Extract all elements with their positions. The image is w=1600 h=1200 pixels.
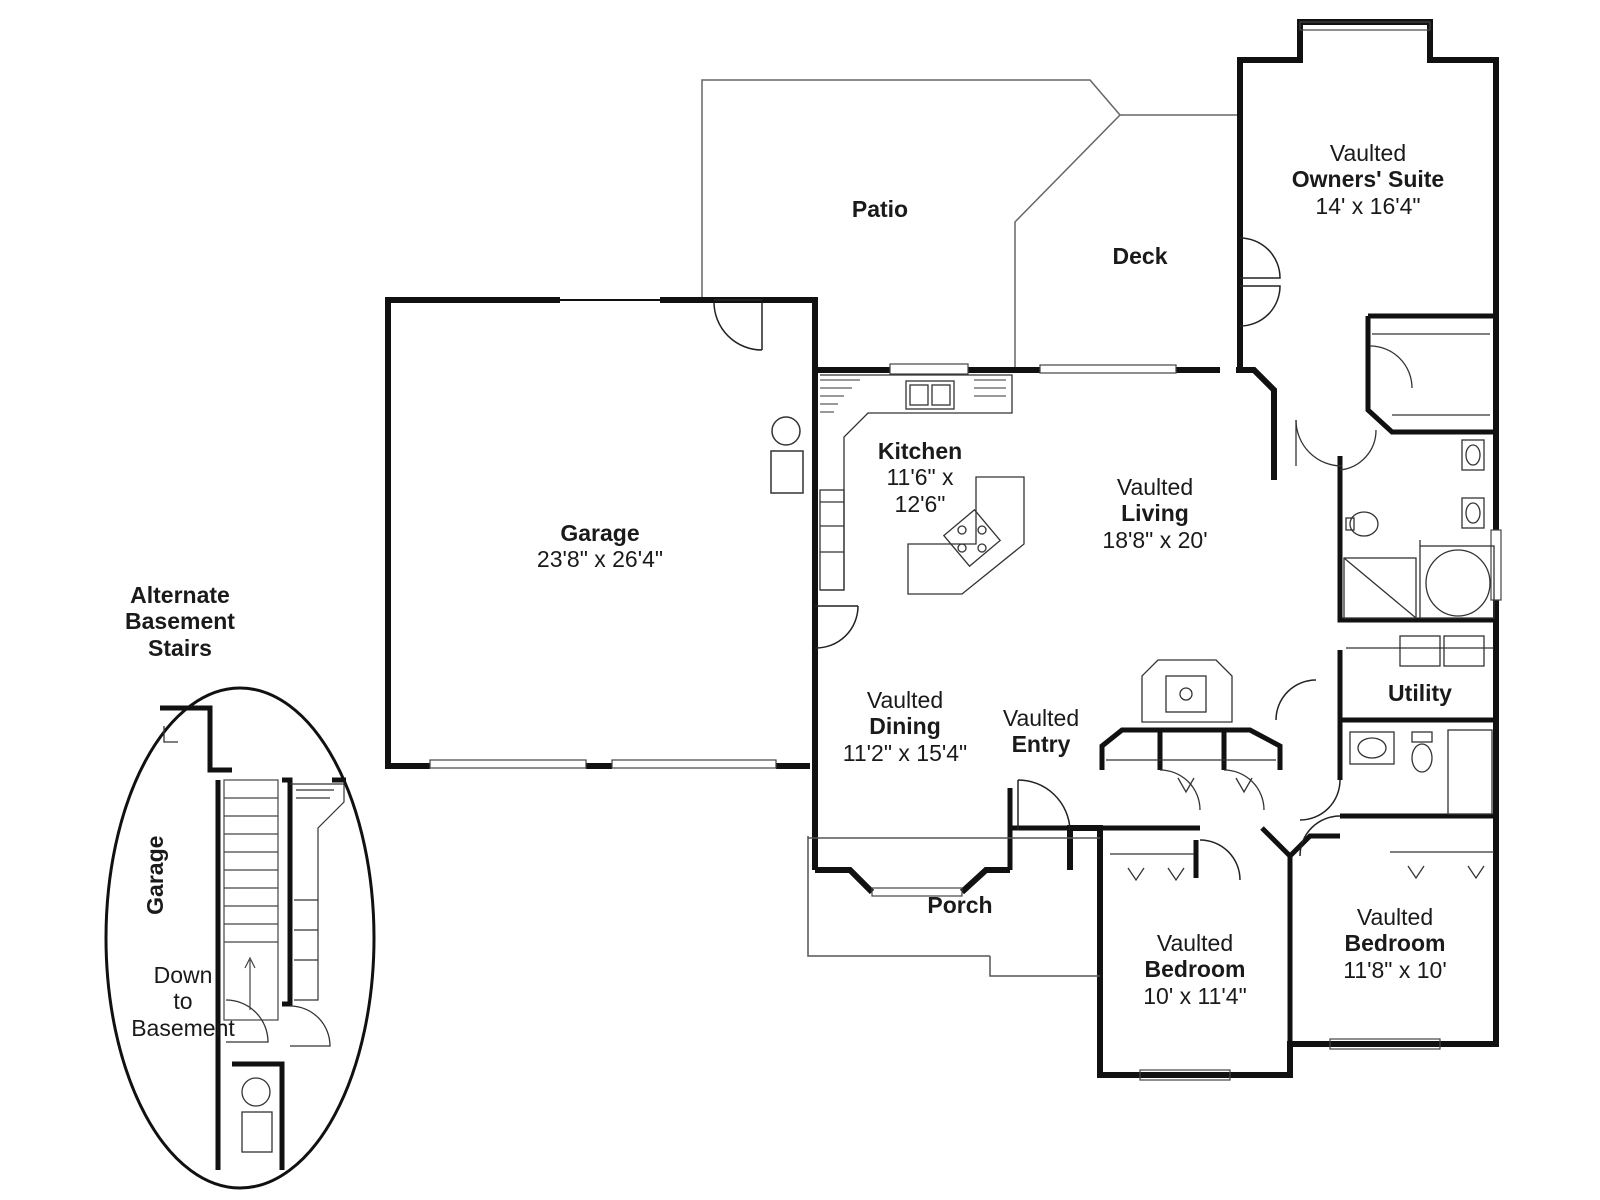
room-name: Entry (1011, 731, 1071, 758)
bedroom-doors (1199, 679, 1341, 881)
front-door (1017, 779, 1071, 831)
porch-label: Porch (890, 892, 1030, 918)
room-name: Garage (560, 520, 640, 546)
room-prefix: Vaulted (1356, 904, 1434, 930)
inset-title-line: Basement (125, 608, 235, 635)
entry-closet-doors (1106, 759, 1276, 811)
room-name: Kitchen (877, 438, 963, 464)
room-name: Living (1121, 500, 1189, 527)
room-size: 18'8" x 20' (1102, 526, 1208, 553)
inset-stairs-line: Down (153, 962, 213, 988)
bedroom-closets (1110, 851, 1494, 882)
suite-interior-walls (1271, 313, 1496, 623)
inset-garage-label: Garage (142, 820, 168, 930)
inset-walls (160, 705, 346, 1170)
utility-fixtures (1346, 635, 1494, 667)
hall-bath-fixtures (1349, 729, 1493, 815)
room-size: 23'8" x 26'4" (536, 546, 664, 573)
room-prefix: Vaulted (1002, 705, 1080, 731)
inset-stairs (223, 779, 279, 1021)
room-name: Bedroom (1344, 930, 1446, 957)
room-size: 14' x 16'4" (1315, 192, 1421, 219)
inset-title: Alternate Basement Stairs (100, 582, 260, 661)
bedroom-3-label: Vaulted Bedroom 11'8" x 10' (1310, 904, 1480, 983)
inset-fixtures (163, 726, 331, 1153)
living-label: Vaulted Living 18'8" x 20' (1070, 474, 1240, 553)
kitchen-counters (819, 374, 1013, 591)
patio-label: Patio (810, 196, 950, 222)
bedroom-wing-walls (1070, 650, 1496, 1044)
room-name: Bedroom (1144, 956, 1246, 983)
garage-side-door (713, 299, 763, 351)
room-prefix: Vaulted (866, 687, 944, 713)
room-size: 11'2" x 15'4" (842, 739, 968, 766)
windows (871, 21, 1502, 1081)
deck-doors (1239, 237, 1281, 327)
inset-title-line: Alternate (130, 582, 230, 608)
room-prefix: Vaulted (1156, 930, 1234, 956)
owners-suite-label: Vaulted Owners' Suite 14' x 16'4" (1240, 140, 1496, 219)
suite-bath-fixtures (1295, 419, 1495, 619)
garage-label: Garage 23'8" x 26'4" (480, 520, 720, 573)
deck-label: Deck (1070, 243, 1210, 269)
utility-label: Utility (1360, 680, 1480, 706)
kitchen-label: Kitchen 11'6" x 12'6" (860, 438, 980, 517)
room-name: Deck (1112, 243, 1168, 269)
inset-counter (290, 783, 345, 1001)
pantry-hatch (820, 379, 1006, 413)
room-prefix: Vaulted (1329, 140, 1407, 166)
room-name: Patio (851, 196, 909, 222)
inset-oval (104, 686, 376, 1190)
room-prefix: Vaulted (1116, 474, 1194, 500)
room-size: 11'8" x 10' (1343, 956, 1447, 983)
bedroom-2-label: Vaulted Bedroom 10' x 11'4" (1110, 930, 1280, 1009)
inset-title-line: Stairs (148, 634, 212, 661)
water-heater-furnace (770, 416, 804, 494)
room-name: Owners' Suite (1291, 166, 1445, 193)
room-size: 12'6" (894, 490, 946, 517)
room-name: Porch (927, 892, 993, 918)
entry-label: Vaulted Entry (986, 705, 1096, 758)
porch-outline (807, 836, 1100, 977)
dining-label: Vaulted Dining 11'2" x 15'4" (820, 687, 990, 766)
closet-suite (1369, 333, 1490, 416)
fireplace (1141, 659, 1233, 723)
patio-outline (701, 79, 1240, 370)
entry-walls (1007, 788, 1070, 870)
inset-stairs-line: to (173, 988, 193, 1015)
room-name: Utility (1388, 680, 1452, 706)
inset-stairs-line: Basement (131, 1014, 235, 1041)
garage-walls (385, 297, 818, 769)
kitchen-island (907, 476, 1025, 595)
room-name: Dining (869, 713, 941, 740)
room-name: Garage (141, 835, 168, 915)
inset-stairs-label: Down to Basement (118, 962, 248, 1041)
garage-doors (429, 759, 777, 769)
room-size: 11'6" x (886, 464, 954, 491)
garage-entry-door (814, 605, 859, 649)
room-size: 10' x 11'4" (1143, 982, 1247, 1009)
entry-closets (1099, 727, 1283, 770)
